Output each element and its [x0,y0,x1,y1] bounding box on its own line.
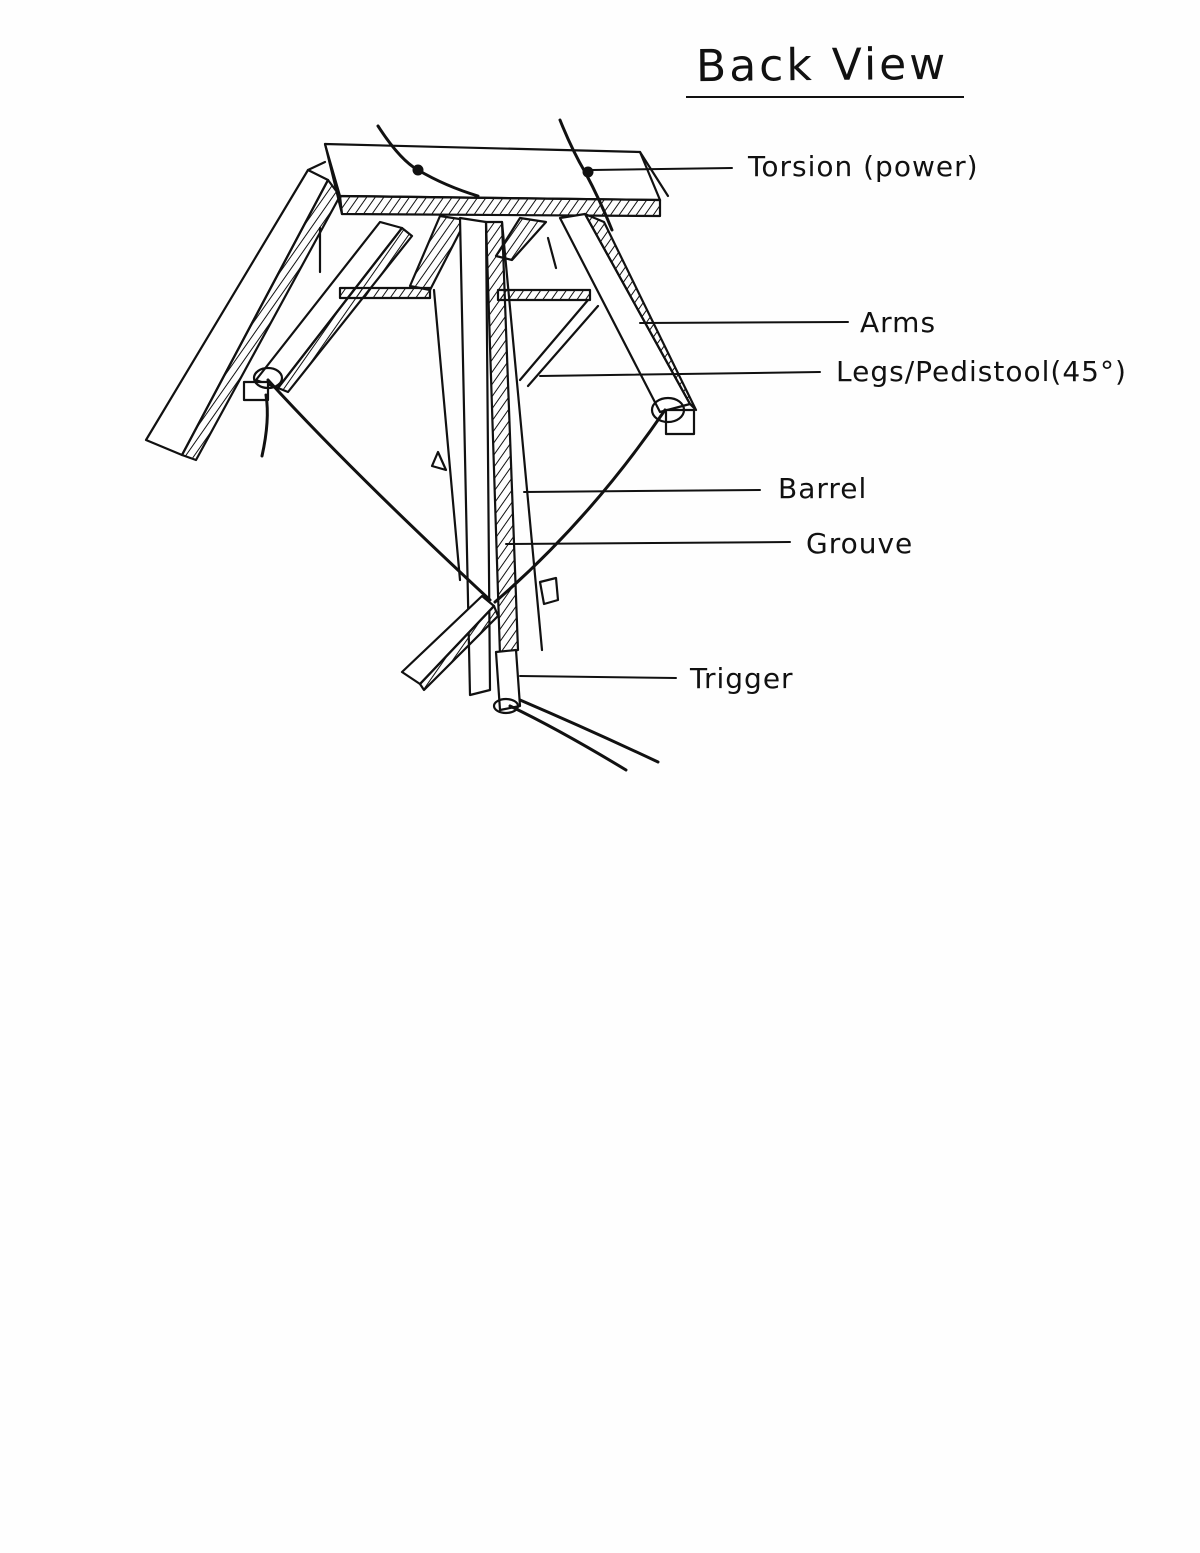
left-arm [144,160,342,462]
label-legs: Legs/Pedistool(45°) [836,355,1127,388]
label-barrel: Barrel [778,472,868,505]
leader-legs [539,371,821,377]
right-leg [558,212,698,436]
leader-lines [505,167,849,679]
leader-torsion [591,167,733,171]
inner-struts [318,214,600,388]
lower-crossbar [400,576,560,692]
diagram-title: Back View [695,38,949,93]
title-underline [686,96,964,98]
left-leg [242,220,414,402]
label-groove: Grouve [806,527,914,560]
leader-trigger [519,675,677,679]
label-trigger: Trigger [690,662,794,695]
barrel [430,216,544,697]
leader-groove [505,541,791,545]
label-torsion: Torsion (power) [748,150,979,183]
leader-arms [639,321,849,324]
label-arms: Arms [860,306,937,339]
trigger [492,648,660,772]
leader-barrel [523,489,761,493]
torsion-beam [323,142,670,218]
bowstring [260,378,667,604]
torsion-ropes [376,118,614,232]
